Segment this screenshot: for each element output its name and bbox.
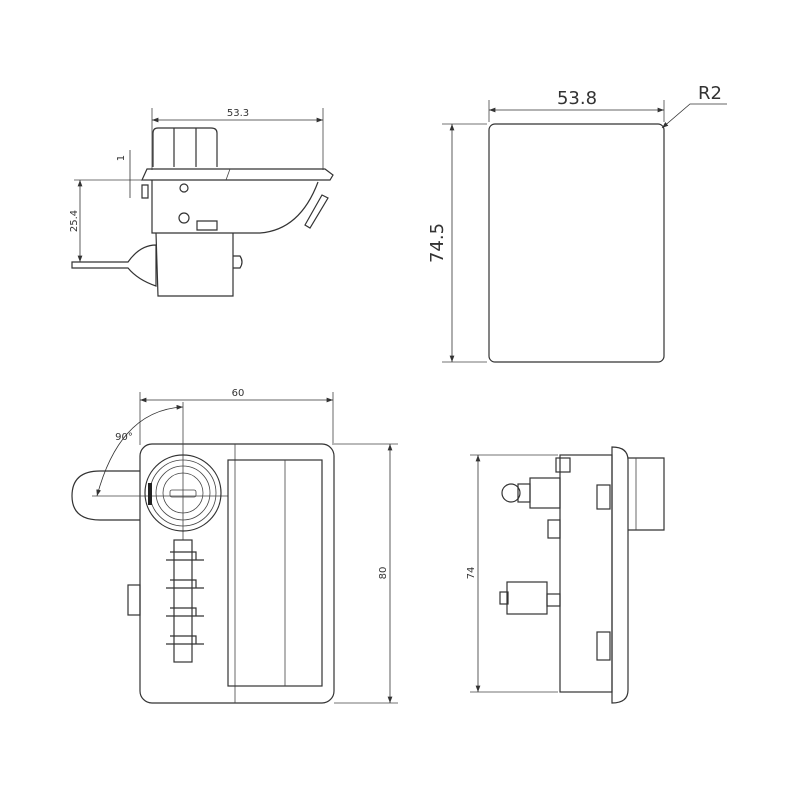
handle: [227, 459, 323, 687]
panel-outline: [488, 123, 665, 363]
panel-width-label: 53.8: [557, 88, 597, 109]
panel-view: 53.8 R2 74.5: [427, 83, 727, 363]
offset-dimension-label: 1: [116, 155, 127, 161]
bottom-side-view: 74: [466, 446, 665, 704]
side-height-label: 74: [466, 567, 477, 580]
front-width-label: 60: [232, 388, 245, 399]
top-side-view: 53.3 25.4 1: [69, 108, 334, 297]
radius-label: R2: [698, 83, 722, 104]
keyhole-icon: [169, 489, 197, 498]
width-dimension-label: 53.3: [227, 108, 249, 119]
front-view: 60 90° 80: [71, 388, 398, 704]
lock-cylinder: [144, 454, 222, 532]
angle-label: 90°: [115, 432, 133, 443]
panel-height-label: 74.5: [427, 223, 448, 263]
height-dimension-label: 25.4: [69, 210, 80, 232]
front-height-label: 80: [378, 567, 389, 580]
